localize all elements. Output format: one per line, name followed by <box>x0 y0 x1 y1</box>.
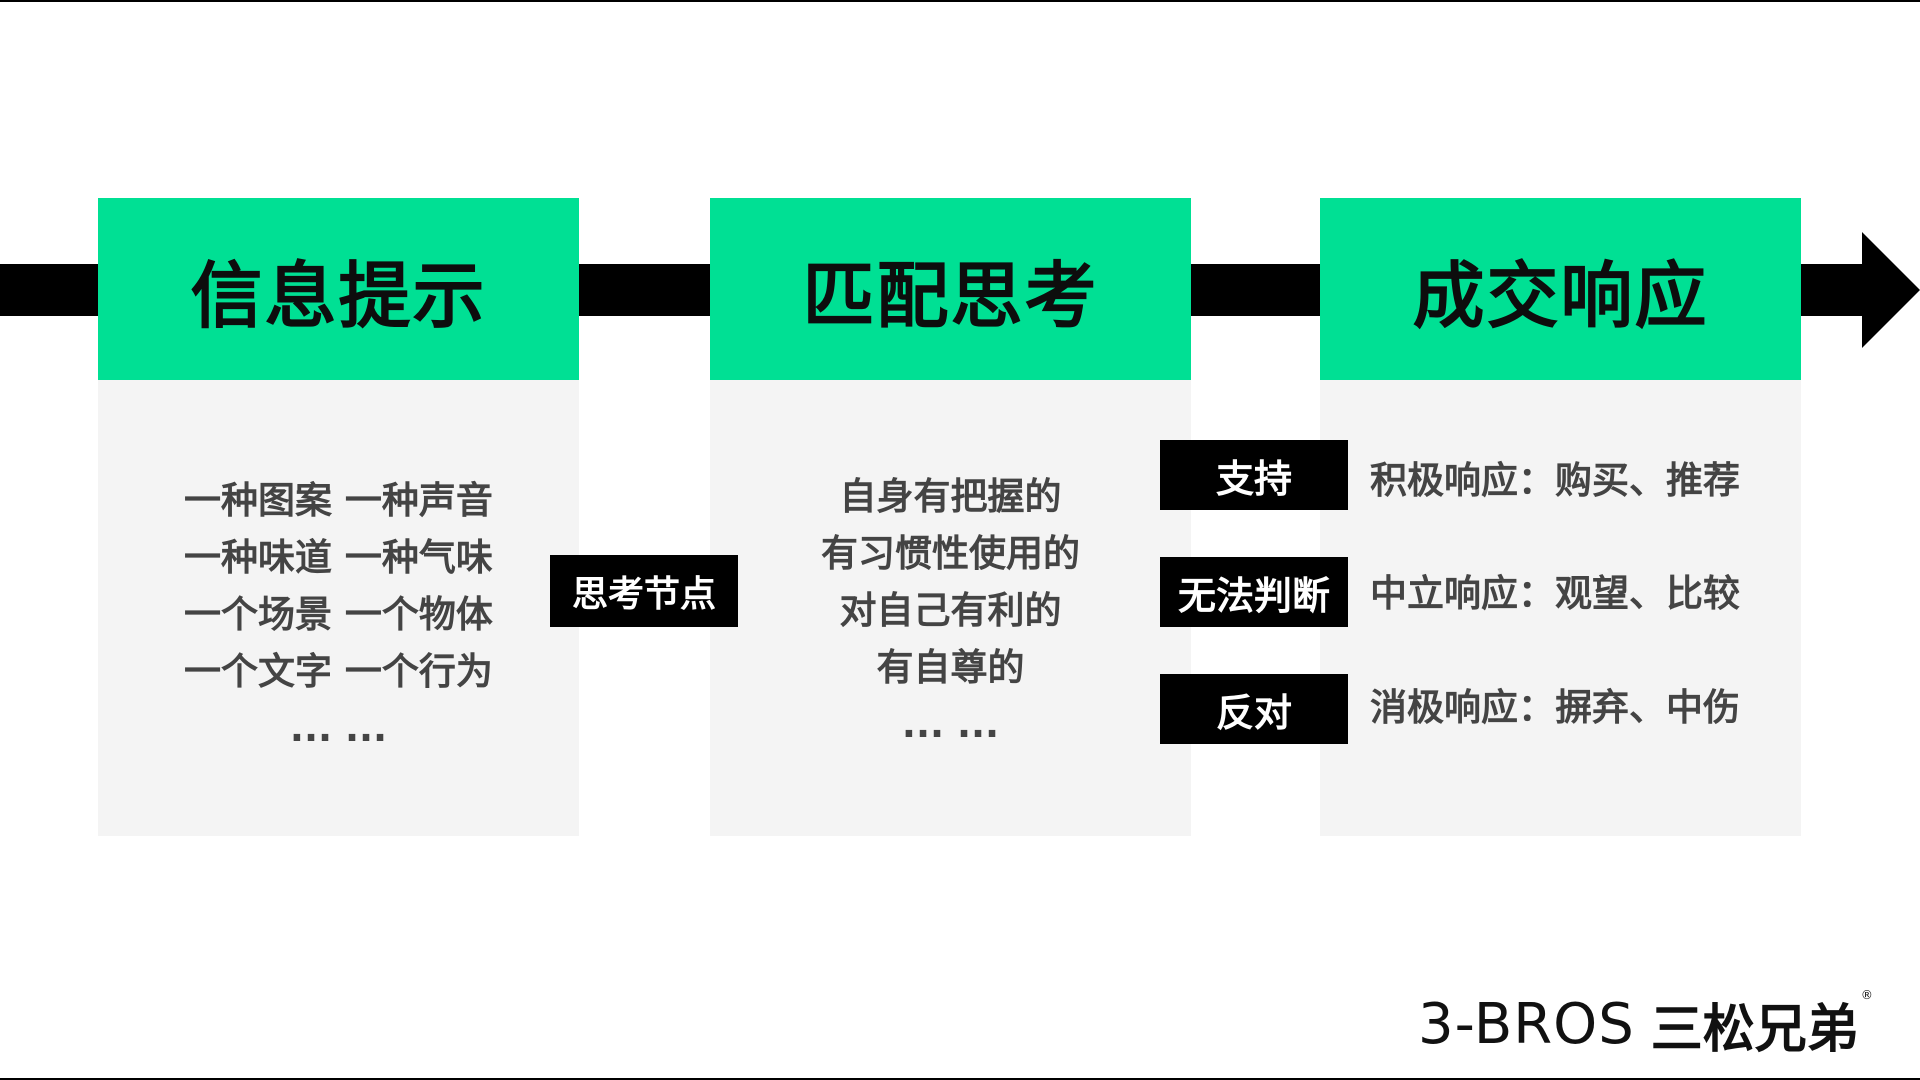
registered-mark-icon: ® <box>1860 988 1873 1002</box>
top-border-line <box>0 0 1920 2</box>
stage-1-lines: 一种图案 一种声音 一种味道 一种气味 一个场景 一个物体 一个文字 一个行为 … <box>98 472 579 757</box>
stage-2-line: 自身有把握的 <box>839 475 1062 518</box>
response-tag-support: 支持 <box>1160 440 1348 510</box>
stage-2-line: ... ... <box>901 703 1000 746</box>
stage-1-line: 一种味道 一种气味 <box>184 536 493 579</box>
stage-1-title: 信息提示 <box>98 198 579 380</box>
brand-english: 3-BROS <box>1418 991 1635 1057</box>
stage-2-line: 有自尊的 <box>876 646 1025 689</box>
stage-1-panel: 一种图案 一种声音 一种味道 一种气味 一个场景 一个物体 一个文字 一个行为 … <box>98 380 579 836</box>
stage-2-line: 对自己有利的 <box>839 589 1062 632</box>
stage-1-line: ... ... <box>289 707 388 750</box>
thinking-node-label: 思考节点 <box>550 555 738 627</box>
stage-3-title: 成交响应 <box>1320 198 1801 380</box>
stage-1-line: 一种图案 一种声音 <box>184 479 493 522</box>
arrow-right-icon <box>1862 232 1920 348</box>
response-tag-undecided: 无法判断 <box>1160 557 1348 627</box>
bottom-border-line <box>0 1078 1920 1080</box>
stage-3-panel <box>1320 380 1801 836</box>
response-tag-oppose: 反对 <box>1160 674 1348 744</box>
stage-2-line: 有习惯性使用的 <box>821 532 1080 575</box>
response-text-neutral: 中立响应：观望、比较 <box>1370 572 1740 615</box>
response-text-negative: 消极响应：摒弃、中伤 <box>1370 686 1740 729</box>
brand-logo: 3-BROS 三松兄弟 ® <box>1418 988 1873 1060</box>
stage-2-lines: 自身有把握的 有习惯性使用的 对自己有利的 有自尊的 ... ... <box>710 468 1191 753</box>
stage-1-line: 一个场景 一个物体 <box>184 593 493 636</box>
stage-1-line: 一个文字 一个行为 <box>184 650 493 693</box>
brand-chinese: 三松兄弟 <box>1650 999 1859 1060</box>
stage-2-title: 匹配思考 <box>710 198 1191 380</box>
response-text-positive: 积极响应：购买、推荐 <box>1370 459 1740 502</box>
stage-2-panel: 自身有把握的 有习惯性使用的 对自己有利的 有自尊的 ... ... <box>710 380 1191 836</box>
